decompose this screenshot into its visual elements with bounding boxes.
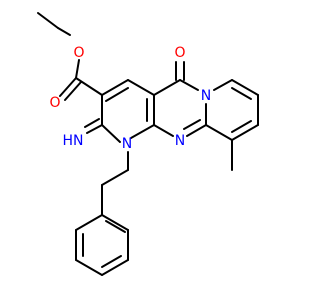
- atom-o-ester-ether: O: [73, 45, 84, 61]
- atom-labels: O O O N N N HN: [49, 45, 211, 152]
- bond-ph-1-2: [101, 214, 129, 231]
- bond-carbonyl-ring: [75, 77, 103, 96]
- bond-c11a-n11: [186, 124, 207, 137]
- bond-ring-c3-c4-inner: [105, 87, 129, 102]
- bond-c11a-n11-inner: [183, 119, 201, 130]
- bond-ch2-ch2: [101, 169, 129, 186]
- bond-ph-3-4-inner: [101, 255, 122, 268]
- bond-imine-a: [86, 124, 103, 134]
- bond-c7-c8-inner: [231, 87, 252, 100]
- bond-n6-c7: [213, 79, 233, 91]
- bond-o-carbonyl: [75, 59, 80, 79]
- bond-ring-c10a-n1: [130, 124, 155, 139]
- bond-imine-b: [84, 118, 100, 128]
- bond-ring-n1-c2: [101, 124, 121, 143]
- bond-c9-c10: [231, 124, 259, 141]
- bond-carbonyl-o-double-a: [59, 77, 77, 97]
- atom-n-alkyl: N: [122, 136, 132, 152]
- bond-ethyl-ch3: [37, 12, 59, 29]
- atom-o-ketone: O: [174, 45, 185, 61]
- bond-ph-3-4: [101, 259, 129, 276]
- bond-ring-c3-c4: [101, 79, 129, 96]
- molecule-diagram: O O O N N N HN: [37, 12, 259, 276]
- bond-c4a-c5: [153, 79, 181, 96]
- atom-n-bridge: N: [201, 88, 211, 104]
- bond-c5-n6: [179, 79, 199, 91]
- atom-n-imine-ring: N: [175, 133, 185, 149]
- bond-ph-1-2-inner: [105, 220, 126, 233]
- bonds: [37, 12, 259, 276]
- bond-n11-c10a: [153, 124, 174, 137]
- bond-carbonyl-o-double-b: [64, 81, 82, 101]
- bond-c9-c10-inner: [231, 120, 252, 133]
- molecule-svg: O O O N N N HN: [37, 12, 259, 276]
- bond-ph-6-1: [75, 214, 103, 231]
- bond-c10-c11a: [205, 124, 233, 141]
- atom-nh-imino: HN: [63, 133, 84, 149]
- atom-o-ester-carbonyl: O: [49, 95, 60, 111]
- bond-ethyl-ch2-o: [57, 27, 71, 36]
- bond-ring-c4-c4a: [127, 79, 155, 96]
- bond-ph-4-5: [75, 259, 103, 276]
- bond-c7-c8: [231, 79, 259, 96]
